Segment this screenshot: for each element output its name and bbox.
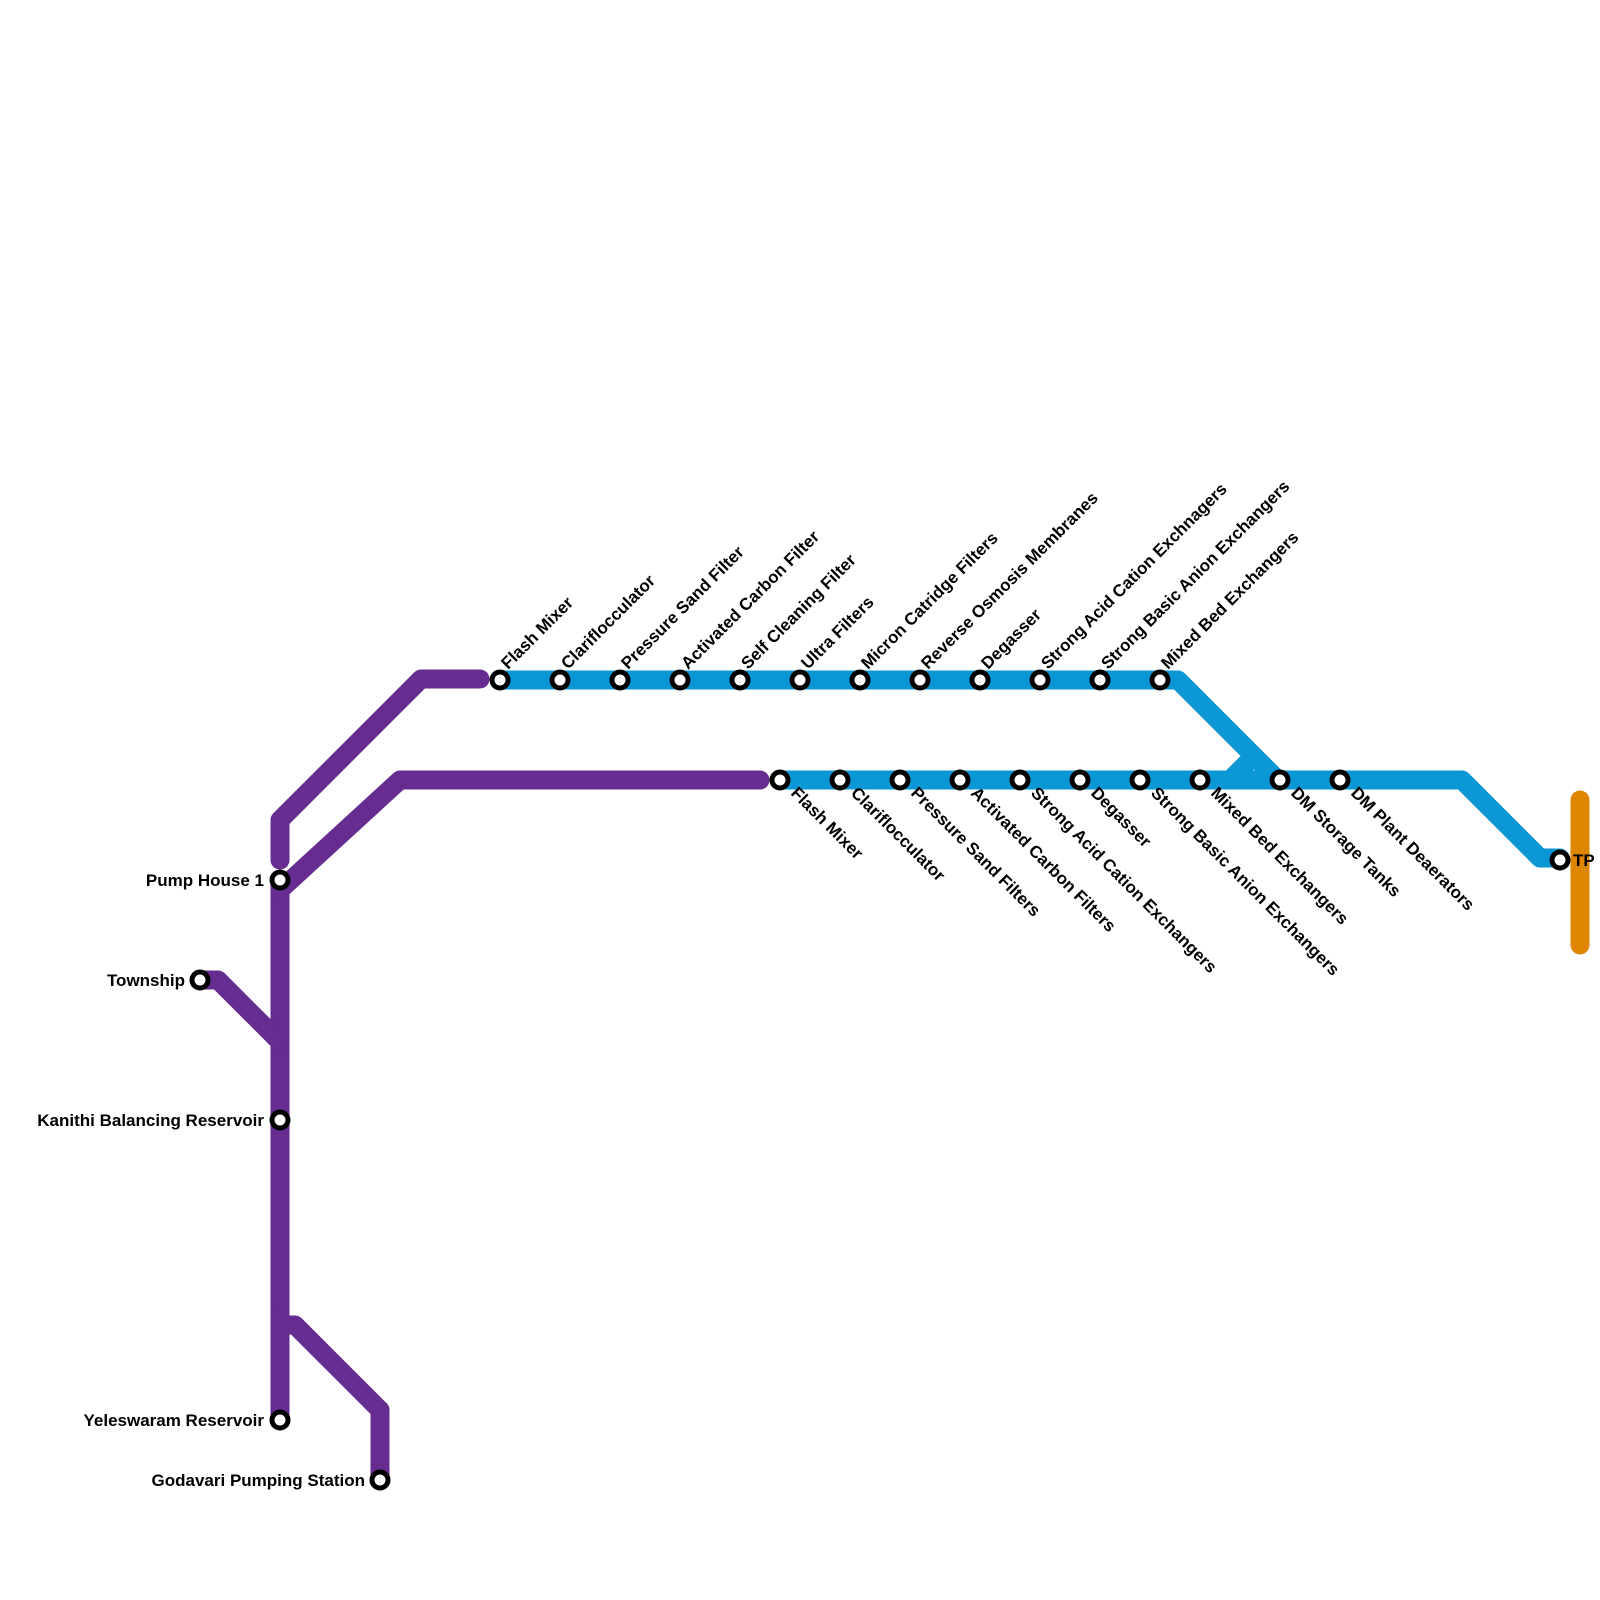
treatment-line-upper[interactable] [490, 670, 1288, 790]
upper-7-station-marker[interactable] [909, 669, 931, 691]
raw-water-station-label: Pump House 1 [146, 871, 264, 890]
raw-2-station-marker[interactable] [269, 1109, 291, 1131]
upper-10-station-marker[interactable] [1089, 669, 1111, 691]
lower-7-station-marker[interactable] [1189, 769, 1211, 791]
raw-0-station-marker[interactable] [269, 869, 291, 891]
upper-1-station-marker[interactable] [549, 669, 571, 691]
raw-water-station-label: Township [107, 971, 185, 990]
raw-water-line-godavari-branch[interactable] [270, 1315, 390, 1490]
lower-8-station-marker[interactable] [1269, 769, 1291, 791]
upper-station-label: Self Cleaning Filter [737, 550, 860, 673]
raw-water-station-label: Godavari Pumping Station [152, 1471, 365, 1490]
lower-0-station-marker[interactable] [769, 769, 791, 791]
raw-water-station-label: Kanithi Balancing Reservoir [37, 1111, 264, 1130]
upper-4-station-marker[interactable] [729, 669, 751, 691]
lower-4-station-marker[interactable] [1009, 769, 1031, 791]
raw-water-line-upper-branch[interactable] [270, 669, 490, 870]
lower-3-station-marker[interactable] [949, 769, 971, 791]
raw-water-line-lower-branch[interactable] [270, 770, 770, 900]
upper-2-station-marker[interactable] [609, 669, 631, 691]
lower-9-station-marker[interactable] [1329, 769, 1351, 791]
lower-6-station-marker[interactable] [1129, 769, 1151, 791]
routes [190, 669, 1590, 1490]
upper-3-station-marker[interactable] [669, 669, 691, 691]
upper-8-station-marker[interactable] [969, 669, 991, 691]
treatment-line-junction [1220, 750, 1260, 790]
upper-9-station-marker[interactable] [1029, 669, 1051, 691]
raw-3-station-marker[interactable] [269, 1409, 291, 1431]
terminal-station-label: TP [1573, 851, 1595, 870]
stations [189, 669, 1571, 1491]
upper-5-station-marker[interactable] [789, 669, 811, 691]
upper-0-station-marker[interactable] [489, 669, 511, 691]
raw-water-line-township-branch[interactable] [190, 970, 290, 1052]
upper-11-station-marker[interactable] [1149, 669, 1171, 691]
lower-2-station-marker[interactable] [889, 769, 911, 791]
lower-1-station-marker[interactable] [829, 769, 851, 791]
raw-1-station-marker[interactable] [189, 969, 211, 991]
upper-6-station-marker[interactable] [849, 669, 871, 691]
lower-5-station-marker[interactable] [1069, 769, 1091, 791]
raw-4-station-marker[interactable] [369, 1469, 391, 1491]
terminal-station-marker[interactable] [1549, 849, 1571, 871]
raw-water-station-label: Yeleswaram Reservoir [83, 1411, 264, 1430]
